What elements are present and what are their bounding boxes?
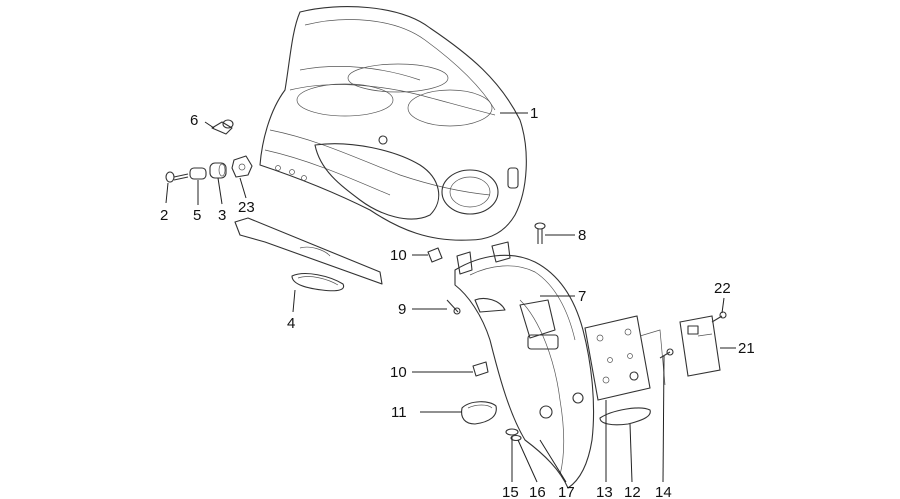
part-12-reflector <box>599 407 651 426</box>
callout-7: 7 <box>578 288 586 305</box>
part-15-16-screw-washer <box>505 428 522 442</box>
callout-17: 17 <box>558 484 575 499</box>
callout-15: 15 <box>502 484 519 499</box>
part-9-screw <box>446 299 461 315</box>
part-7-rear-mudguard <box>454 241 595 489</box>
callout-9: 9 <box>398 301 406 318</box>
part-8-bolt <box>534 222 546 244</box>
part-23-clip-nut <box>231 155 253 178</box>
callout-10-upper: 10 <box>390 247 407 264</box>
callout-4: 4 <box>287 315 295 332</box>
part-5-spacer <box>189 167 207 180</box>
part-13-plate-holder <box>584 315 666 401</box>
callout-6: 6 <box>190 112 198 129</box>
part-21-bracket <box>679 315 721 377</box>
part-10-clip-upper <box>427 247 443 263</box>
part-3-bush <box>209 162 227 179</box>
callout-14: 14 <box>655 484 672 499</box>
part-6-bulb <box>211 119 234 135</box>
callout-13: 13 <box>596 484 613 499</box>
part-10-clip-lower <box>472 361 489 377</box>
part-4-reflector <box>291 273 345 292</box>
callout-11: 11 <box>391 404 407 421</box>
callout-8: 8 <box>578 227 586 244</box>
part-22-screw <box>711 311 727 323</box>
callout-5: 5 <box>193 207 201 224</box>
callout-22: 22 <box>714 280 731 297</box>
part-2-screw <box>165 171 189 183</box>
callout-1: 1 <box>530 105 538 122</box>
part-11-reflector <box>461 401 497 425</box>
part-1-rear-shell <box>259 6 527 241</box>
callout-12: 12 <box>624 484 641 499</box>
callout-3: 3 <box>218 207 226 224</box>
part-14-screw <box>659 348 674 359</box>
callout-16: 16 <box>529 484 546 499</box>
leader-lines <box>165 112 736 483</box>
callout-23: 23 <box>238 199 255 216</box>
callout-10-lower: 10 <box>390 364 407 381</box>
callout-labels: 1 2 5 3 23 6 8 7 10 9 10 11 4 15 16 17 1… <box>160 105 755 499</box>
callout-2: 2 <box>160 207 168 224</box>
reflector-gasket-plate <box>234 217 383 285</box>
callout-21: 21 <box>738 340 755 357</box>
